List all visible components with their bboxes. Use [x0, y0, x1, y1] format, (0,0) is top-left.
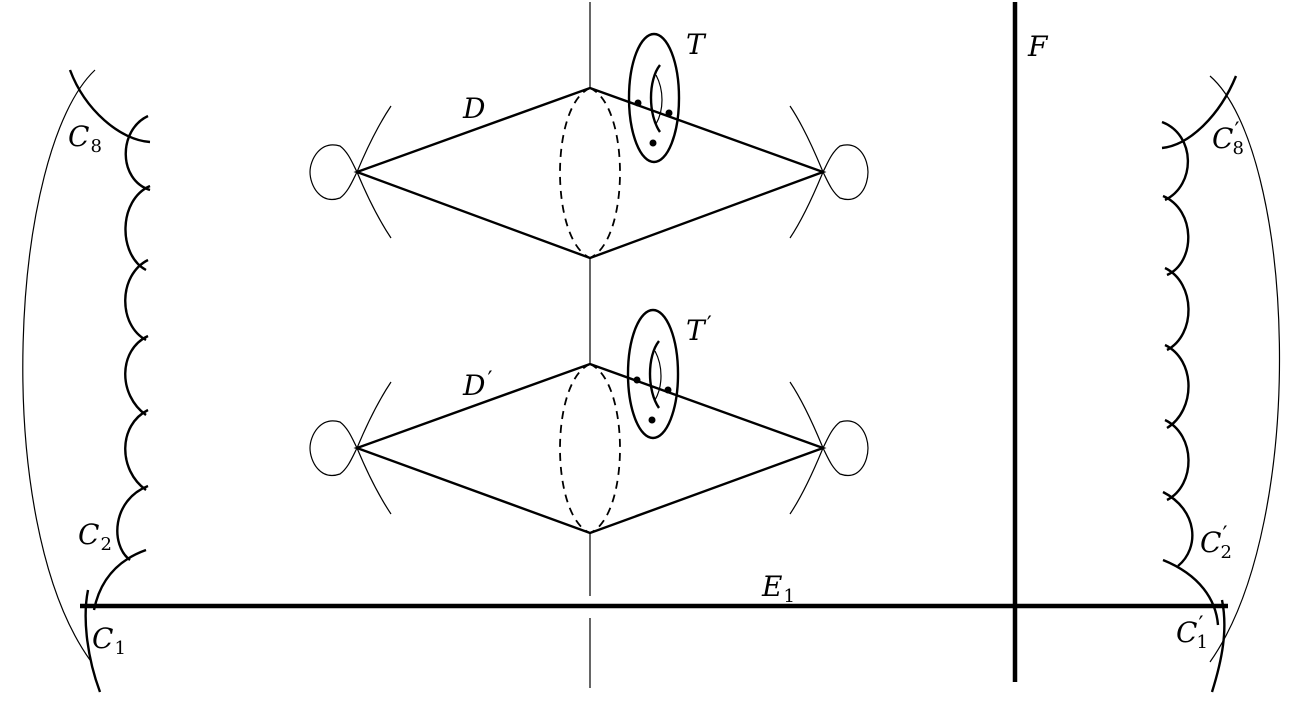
- label-t-prime: T′: [686, 313, 712, 347]
- svg-text:C1: C1: [92, 622, 126, 659]
- label-f: F: [1027, 30, 1049, 63]
- right-curve-chain: [1161, 75, 1280, 693]
- diamond-d: [309, 86, 869, 260]
- svg-text:C′1: C′1: [1176, 613, 1208, 653]
- svg-text:E1: E1: [761, 570, 795, 607]
- label-c8: C8: [68, 120, 102, 157]
- label-c2: C2: [78, 518, 112, 555]
- svg-text:D′: D′: [462, 368, 492, 402]
- diamond-d-prime: [309, 362, 869, 535]
- svg-text:T′: T′: [686, 313, 712, 347]
- label-c2-prime: C′2: [1200, 523, 1232, 563]
- label-t: T: [686, 28, 707, 61]
- left-curve-chain: [22, 69, 151, 693]
- svg-text:C′2: C′2: [1200, 523, 1232, 563]
- label-d-prime: D′: [462, 368, 492, 402]
- torus-t: [627, 32, 681, 164]
- label-c1: C1: [92, 622, 126, 659]
- svg-text:C′8: C′8: [1212, 119, 1244, 159]
- label-e1: E1: [761, 570, 795, 607]
- svg-text:C8: C8: [68, 120, 102, 157]
- svg-text:D: D: [462, 92, 485, 125]
- torus-t-prime: [626, 308, 680, 440]
- svg-text:F: F: [1027, 30, 1049, 63]
- svg-text:C2: C2: [78, 518, 112, 555]
- label-c8-prime: C′8: [1212, 119, 1244, 159]
- label-c1-prime: C′1: [1176, 613, 1208, 653]
- svg-text:T: T: [686, 28, 707, 61]
- label-d: D: [462, 92, 485, 125]
